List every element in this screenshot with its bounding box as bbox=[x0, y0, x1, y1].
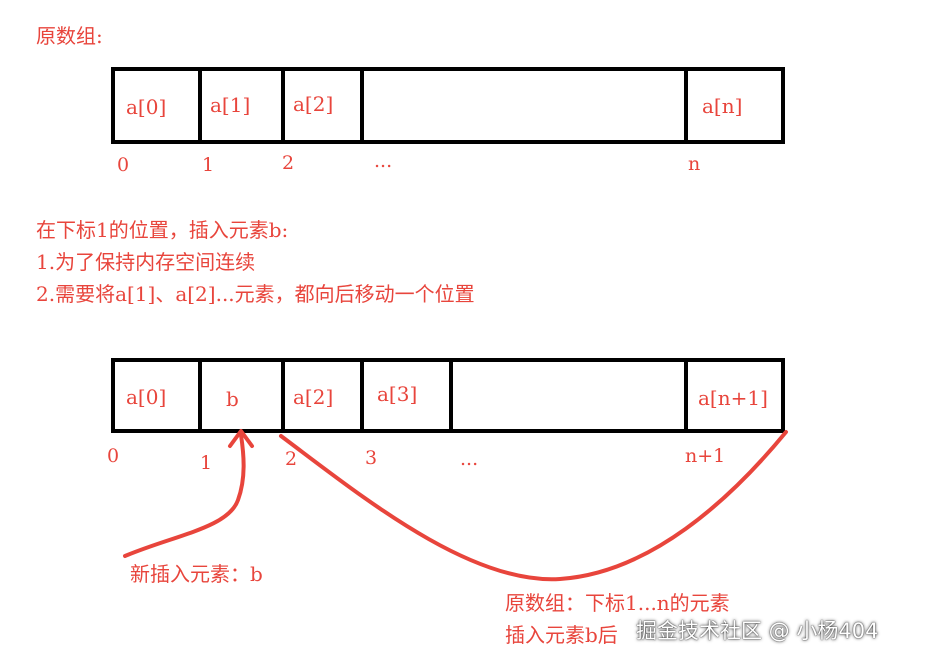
bottom-index-5: n+1 bbox=[685, 445, 726, 467]
top-cell-4: a[n] bbox=[702, 94, 743, 118]
note-line-2: 1.为了保持内存空间连续 bbox=[36, 250, 256, 274]
note-line-3: 2.需要将a[1]、a[2]...元素，都向后移动一个位置 bbox=[36, 282, 475, 306]
bottom-cell-1: b bbox=[226, 387, 239, 411]
top-title: 原数组: bbox=[36, 24, 103, 48]
moved-elements-label-2: 插入元素b后 bbox=[505, 623, 618, 647]
top-cell-0: a[0] bbox=[126, 95, 167, 119]
top-array-box bbox=[111, 67, 785, 144]
bottom-cell-0: a[0] bbox=[126, 385, 167, 409]
moved-elements-label-1: 原数组：下标1...n的元素 bbox=[505, 591, 730, 615]
bottom-array-box bbox=[111, 358, 785, 433]
top-index-4: n bbox=[688, 153, 701, 175]
top-index-0: 0 bbox=[117, 154, 130, 176]
bottom-index-2: 2 bbox=[285, 448, 298, 470]
bottom-index-0: 0 bbox=[107, 445, 120, 467]
bottom-cell-3: a[3] bbox=[377, 382, 418, 406]
top-index-2: 2 bbox=[282, 152, 295, 174]
arrow-head bbox=[228, 429, 254, 448]
bottom-index-4: ... bbox=[460, 448, 479, 470]
top-cell-2: a[2] bbox=[293, 92, 334, 116]
bottom-cell-2: a[2] bbox=[293, 385, 334, 409]
bottom-index-3: 3 bbox=[365, 447, 378, 469]
note-line-1: 在下标1的位置，插入元素b: bbox=[36, 218, 289, 242]
watermark: 掘金技术社区 @ 小杨404 bbox=[636, 619, 879, 643]
shift-curve bbox=[279, 430, 788, 582]
new-element-arrow bbox=[123, 433, 246, 558]
bottom-cell-5: a[n+1] bbox=[698, 386, 768, 410]
top-index-1: 1 bbox=[202, 154, 215, 176]
top-cell-1: a[1] bbox=[210, 93, 251, 117]
new-element-label: 新插入元素：b bbox=[130, 562, 263, 586]
top-index-3: ... bbox=[374, 150, 393, 172]
bottom-index-1: 1 bbox=[200, 452, 213, 474]
